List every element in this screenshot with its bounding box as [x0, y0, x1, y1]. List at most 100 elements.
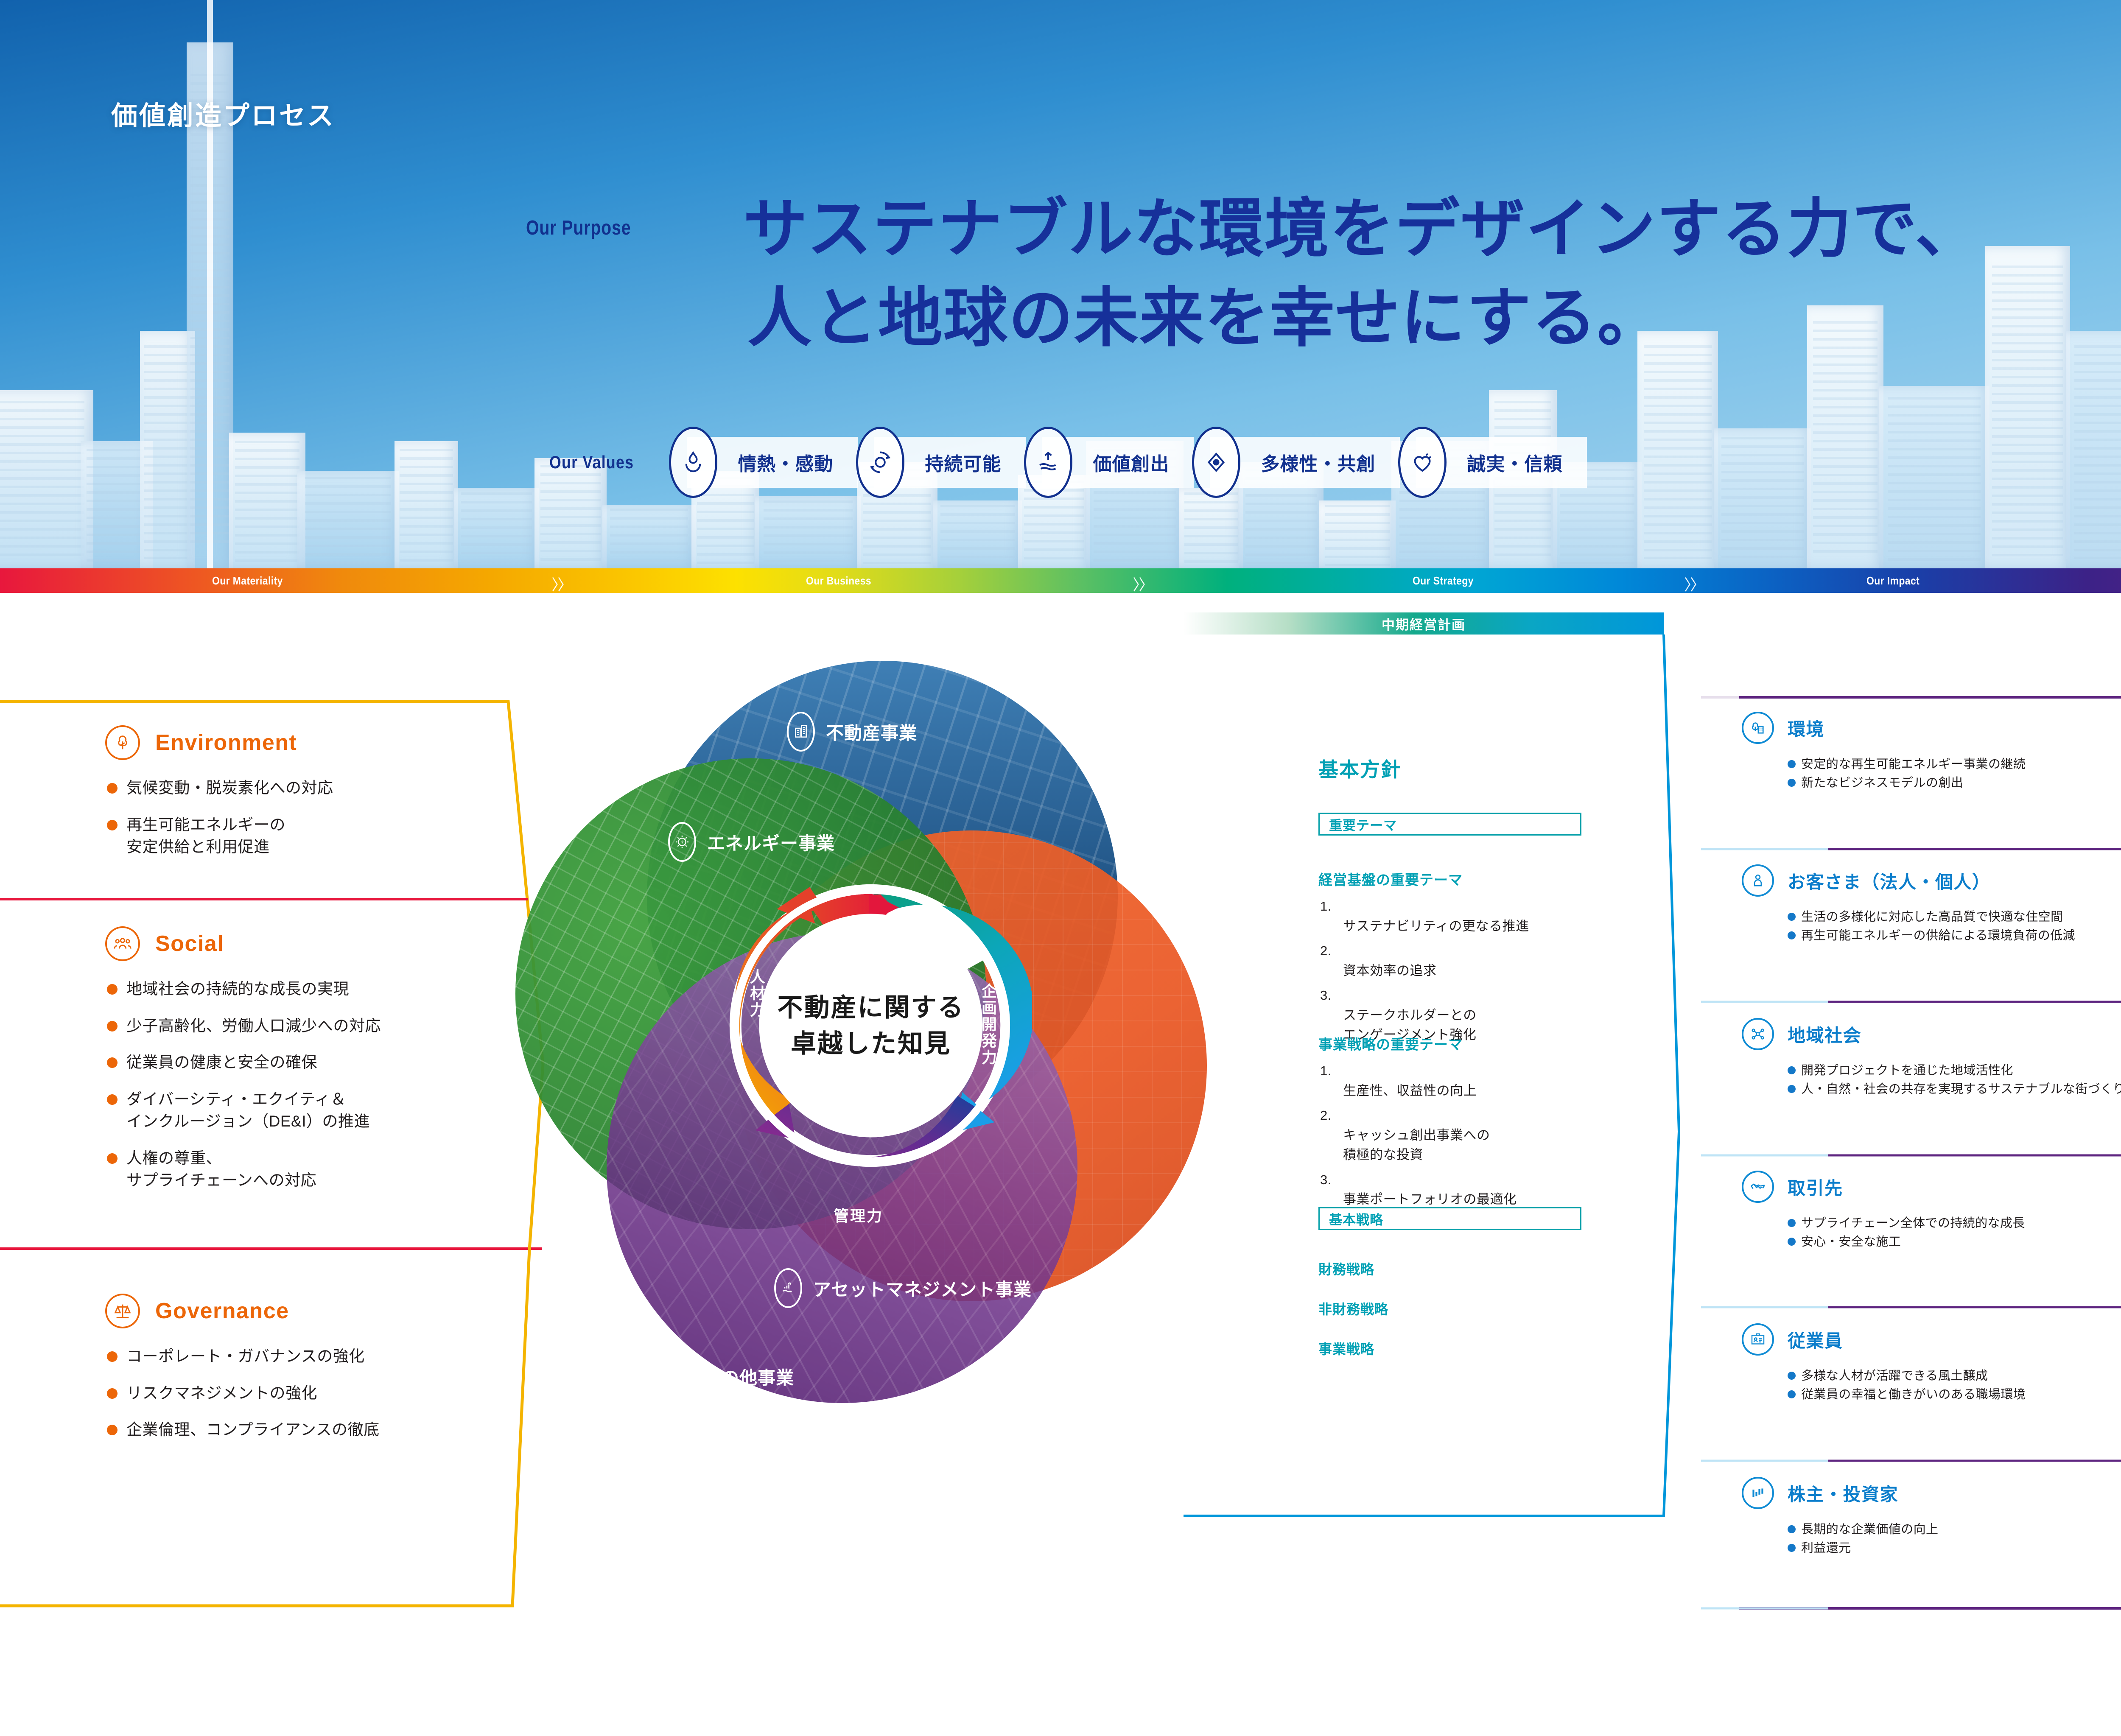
materiality-item: 人権の尊重、 サプライチェーンへの対応	[105, 1147, 529, 1192]
business-label-other[interactable]: その他事業	[664, 1356, 794, 1396]
purpose-line-2: 人と地球の未来を幸せにする。	[747, 282, 1663, 354]
business-label-text: エネルギー事業	[707, 833, 835, 853]
value-label: 情熱・感動	[738, 454, 834, 475]
business-label-asset-management[interactable]: アセットマネジメント事業	[774, 1268, 1032, 1308]
impact-section-environment: 環境 安定的な再生可能エネルギー事業の継続 新たなビジネスモデルの創出	[1742, 712, 2121, 792]
business-label-energy[interactable]: エネルギー事業	[668, 822, 835, 862]
impact-item: 新たなビジネスモデルの創出	[1742, 774, 2121, 792]
materiality-section-social: Social 地域社会の持続的な成長の実現 少子高齢化、労働人口減少への対応 従…	[105, 926, 529, 1206]
section-header: 株主・投資家	[1742, 1477, 2121, 1509]
impact-item: サプライチェーン全体での持続的な成長	[1742, 1214, 2121, 1233]
list-number: 3.	[1320, 988, 1332, 1003]
business-label-real-estate[interactable]: 不動産事業	[787, 712, 917, 752]
list-number: 2.	[1320, 1108, 1332, 1123]
our-purpose-statement: サステナブルな環境をデザインする力で、 人と地球の未来を幸せにする。	[743, 185, 1981, 363]
purpose-line-1: サステナブルな環境をデザインする力で、	[743, 193, 1981, 265]
materiality-item: コーポレート・ガバナンスの強化	[105, 1345, 529, 1368]
strategy-frame	[1184, 634, 1681, 1517]
materiality-item: リスクマネジメントの強化	[105, 1382, 529, 1405]
section-header: Governance	[105, 1294, 529, 1328]
section-header: 取引先	[1742, 1171, 2121, 1203]
nav-item-our-materiality[interactable]: Our Materiality	[212, 574, 283, 587]
section-header: 従業員	[1742, 1323, 2121, 1356]
nav-chevron-1: 〉〉	[551, 576, 573, 593]
list-text: サステナビリティの更なる推進	[1343, 918, 1529, 934]
nav-chevron-2: 〉〉	[1133, 576, 1154, 593]
hero-banner: 価値創造プロセス Our Purpose サステナブルな環境をデザインする力で、…	[0, 0, 2121, 568]
diversity-cocreation-icon	[1192, 427, 1241, 498]
strategy-link-non-financial[interactable]: 非財務戦略	[1318, 1302, 1389, 1317]
list-text: 事業ポートフォリオの最適化	[1343, 1192, 1517, 1207]
section-header: 環境	[1742, 712, 2121, 744]
strategy-list-item: 1.生産性、収益性の向上	[1318, 1061, 1598, 1101]
strategy-box-basic-strategy: 基本戦略	[1318, 1207, 1581, 1230]
business-label-text: その他事業	[703, 1367, 795, 1388]
impact-section-community: 地域社会 開発プロジェクトを通じた地域活性化 人・自然・社会の共存を実現するサス…	[1742, 1018, 2121, 1099]
section-title: 地域社会	[1788, 1025, 1862, 1046]
section-title: お客さま（法人・個人）	[1788, 872, 1991, 892]
value-chip-value-creation[interactable]: 価値創出	[1024, 427, 1194, 498]
strategy-list-business: 1.生産性、収益性の向上 2. キャッシュ創出事業への 積極的な投資 3. 事業ポー…	[1318, 1061, 1598, 1215]
value-label: 誠実・信頼	[1467, 454, 1563, 475]
list-text: 資本効率の追求	[1343, 963, 1437, 978]
page-title: 価値創造プロセス	[111, 101, 336, 131]
materiality-item: ダイバーシティ・エクイティ＆ インクルージョン（DE&I）の推進	[105, 1088, 529, 1133]
value-chip-sustainability[interactable]: 持続可能	[856, 427, 1026, 498]
strategy-link-financial[interactable]: 財務戦略	[1318, 1262, 1375, 1277]
main-content: Environment 気候変動・脱炭素化への対応 再生可能エネルギーの 安定供…	[0, 593, 2121, 1736]
mid-term-plan-banner: 中期経営計画	[1184, 612, 1664, 635]
strategy-list-item: 2.資本効率の追求	[1318, 941, 1598, 981]
impact-frame	[1701, 696, 2121, 1610]
value-chip-diversity[interactable]: 多様性・共創	[1192, 427, 1400, 498]
value-chip-integrity[interactable]: 誠実・信頼	[1398, 427, 1587, 498]
nav-chevron-3: 〉〉	[1684, 576, 1705, 593]
impact-item: 利益還元	[1742, 1539, 2121, 1557]
section-title: 取引先	[1788, 1178, 1843, 1198]
employee-badge-icon	[1742, 1323, 1774, 1356]
materiality-section-governance: Governance コーポレート・ガバナンスの強化 リスクマネジメントの強化 …	[105, 1294, 529, 1456]
materiality-item: 再生可能エネルギーの 安定供給と利用促進	[105, 814, 529, 858]
list-number: 3.	[1320, 1172, 1332, 1187]
our-purpose-row: Our Purpose サステナブルな環境をデザインする力で、 人と地球の未来を…	[526, 185, 1981, 363]
nav-item-our-business[interactable]: Our Business	[806, 574, 872, 587]
strategy-link-business[interactable]: 事業戦略	[1318, 1342, 1375, 1357]
stock-chart-icon	[1742, 1477, 1774, 1509]
strategy-list-item: 3. ステークホルダーとの エンゲージメント強化	[1318, 986, 1598, 1045]
impact-section-employees: 従業員 多様な人材が活躍できる風土醸成 従業員の幸福と働きがいのある職場環境	[1742, 1323, 2121, 1404]
business-label-text: 不動産事業	[826, 723, 918, 743]
value-creation-hand-icon	[1024, 427, 1073, 498]
other-business-icon	[664, 1356, 692, 1396]
impact-section-shareholders: 株主・投資家 長期的な企業価値の向上 利益還元	[1742, 1477, 2121, 1557]
community-network-icon	[1742, 1018, 1774, 1050]
section-nav-bar: Our Materiality 〉〉 Our Business 〉〉 Our S…	[0, 568, 2121, 593]
capability-label-planning: 企画開発力	[979, 983, 997, 1066]
section-header: 地域社会	[1742, 1018, 2121, 1050]
value-label: 価値創出	[1093, 454, 1170, 475]
building-icon	[787, 712, 815, 752]
materiality-item: 従業員の健康と安全の確保	[105, 1051, 529, 1074]
strategy-list-item: 2. キャッシュ創出事業への 積極的な投資	[1318, 1106, 1598, 1165]
impact-item: 開発プロジェクトを通じた地域活性化	[1742, 1061, 2121, 1080]
list-text: キャッシュ創出事業への 積極的な投資	[1343, 1127, 1490, 1163]
capability-label-hr: 人材力	[748, 969, 765, 1018]
impact-item: 長期的な企業価値の向上	[1742, 1520, 2121, 1539]
handshake-icon	[1742, 1171, 1774, 1203]
strategy-list-management-base: 1.サステナビリティの更なる推進 2.資本効率の追求 3.ステークホルダーとの …	[1318, 897, 1598, 1050]
impact-item: 再生可能エネルギーの供給による環境負荷の低減	[1742, 926, 2121, 945]
core-line-1: 不動産に関する	[777, 993, 965, 1022]
strategy-box-label: 基本戦略	[1329, 1212, 1383, 1227]
value-chip-passion[interactable]: 情熱・感動	[669, 427, 858, 498]
asset-growth-hand-icon	[774, 1268, 802, 1308]
core-line-2: 卓越した知見	[791, 1029, 951, 1058]
business-circle-diagram: 不動産事業 エネルギー事業 アセットマネジメント事業	[498, 661, 1220, 1501]
capability-label-management: 管理力	[834, 1207, 884, 1224]
materiality-item: 気候変動・脱炭素化への対応	[105, 777, 529, 800]
strategy-subheading-management-base: 経営基盤の重要テーマ	[1318, 872, 1463, 888]
list-text: ステークホルダーとの エンゲージメント強化	[1343, 1007, 1477, 1043]
impact-item: 安定的な再生可能エネルギー事業の継続	[1742, 755, 2121, 774]
nav-item-our-strategy[interactable]: Our Strategy	[1413, 574, 1474, 587]
strategy-box-important-themes: 重要テーマ	[1318, 813, 1581, 836]
impact-item: 人・自然・社会の共存を実現するサステナブルな街づくり	[1742, 1080, 2121, 1099]
nav-item-our-impact[interactable]: Our Impact	[1866, 574, 1920, 587]
section-header: お客さま（法人・個人）	[1742, 864, 2121, 897]
